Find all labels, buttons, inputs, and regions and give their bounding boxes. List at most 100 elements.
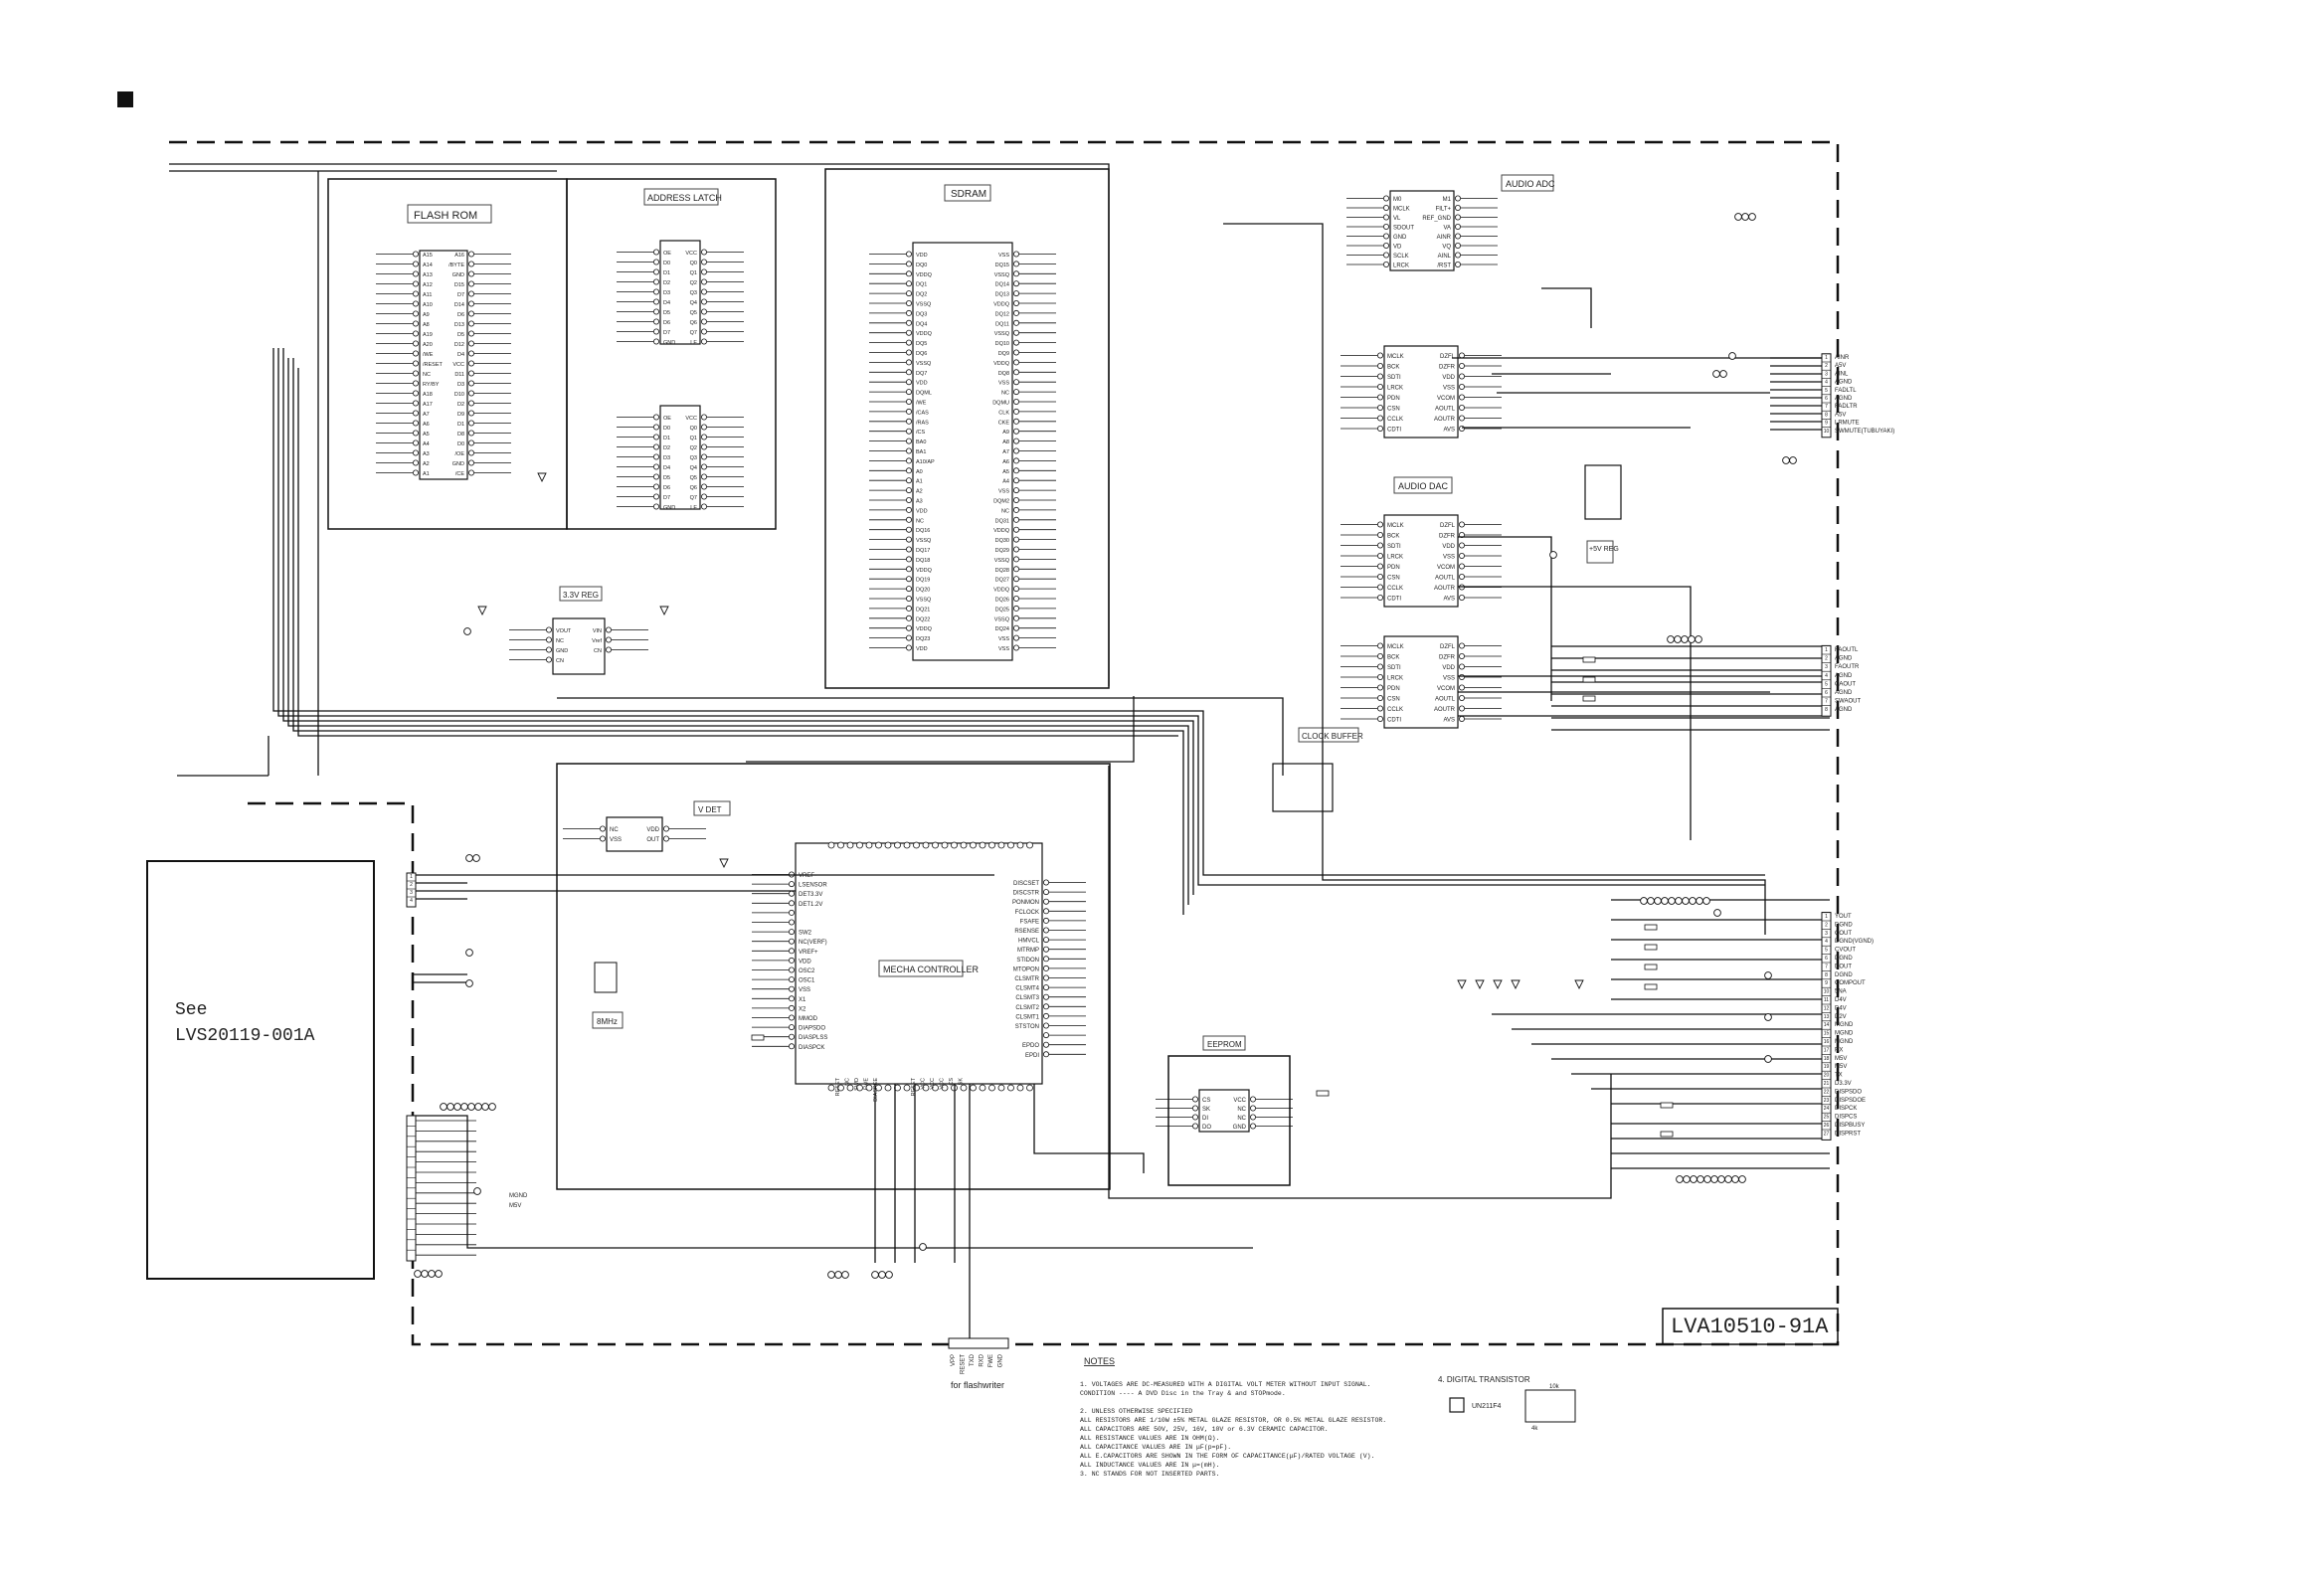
video-ctrl-label: DGND (1835, 922, 1853, 928)
pin-circle (1013, 251, 1020, 258)
flash-rom-pin-label: D1 (457, 422, 464, 428)
flash-rom-pin-label: /OE (455, 451, 465, 457)
audio-adc-pins: M0MCLKVLSDOUTGNDVDSCLKLRCKM1FILT+REF_GND… (1346, 195, 1498, 269)
sdram-pin-label: DQ6 (916, 351, 927, 357)
pin-circle (1013, 556, 1020, 563)
pin-circle (1013, 280, 1020, 287)
pin-circle (412, 469, 419, 476)
flash-rom-pin-label: A8 (423, 322, 430, 328)
adc-pin-label: M1 (1443, 197, 1452, 203)
test-point (1690, 1175, 1698, 1183)
pin-circle (412, 310, 419, 317)
pin-circle (1250, 1096, 1257, 1103)
audio-in-pin-number: 4 (1825, 380, 1828, 386)
sdram-pin-label: DQMU (992, 401, 1009, 407)
sdram-pin-label: VSSQ (916, 598, 932, 604)
pin-circle (1377, 532, 1384, 539)
latch2-pin-label: LE (690, 505, 697, 511)
dac3-pin-label: CSN (1387, 697, 1400, 703)
pin-circle (906, 477, 913, 484)
pin-circle (653, 328, 660, 335)
pin-circle (412, 420, 419, 427)
pin-circle (789, 1033, 796, 1040)
test-point (453, 1103, 461, 1111)
dac3-pin-label: VSS (1443, 676, 1455, 682)
pin-circle (1383, 223, 1390, 230)
test-point (1764, 1055, 1772, 1063)
pin-circle (653, 278, 660, 285)
sdram-pin-label: DQ13 (995, 292, 1009, 298)
pin-circle (1043, 946, 1050, 953)
pin-circle (600, 825, 607, 832)
pin-circle (789, 929, 796, 936)
mecha-pin-label: X2 (799, 1006, 806, 1012)
pin-circle (1192, 1114, 1199, 1121)
mecha-bottom-pin (856, 1084, 863, 1092)
pin-circle (653, 424, 660, 431)
pin-circle (1043, 984, 1050, 991)
pin-circle (906, 398, 913, 405)
mecha-top-pin (997, 841, 1005, 849)
pin-circle (1455, 214, 1462, 221)
vdet-title-box (693, 800, 731, 816)
latch1-pin-label: D0 (663, 261, 670, 266)
sdram-pin-label: NC (1001, 391, 1009, 397)
pin-circle (1043, 956, 1050, 963)
dt-r2-label: 4k (1531, 1426, 1538, 1432)
dac2-pin-label: VDD (1442, 544, 1455, 550)
pin-circle (606, 636, 613, 643)
mecha-bottom-pin-label: RESET (911, 1077, 917, 1096)
eeprom-pin-label: NC (1237, 1116, 1246, 1122)
pin-circle (1459, 674, 1466, 681)
mecha-bottom-pin (1016, 1084, 1024, 1092)
sdram-pin-label: VDD (916, 646, 928, 652)
sdram-pin-label: A5 (1002, 469, 1009, 475)
resistor (1582, 676, 1596, 683)
eeprom-chip (1198, 1089, 1250, 1133)
pin-circle (467, 300, 474, 307)
mecha-pin-label: RSENSE (1014, 929, 1039, 935)
flash-rom-pin-label: /WE (423, 352, 434, 358)
adc-pin-label: LRCK (1393, 263, 1409, 269)
test-point (1712, 370, 1720, 378)
pin-circle (701, 249, 708, 256)
video-ctrl-label: TX (1835, 1073, 1843, 1079)
video-ctrl-pin-number: 14 (1824, 1022, 1830, 1028)
sdram-pin-label: CKE (998, 420, 1010, 426)
pin-circle (1377, 595, 1384, 602)
see-doc: LVS20119-001A (175, 1026, 315, 1046)
pin-circle (701, 308, 708, 315)
dac1-pin-label: VSS (1443, 386, 1455, 392)
flash-rom-pin-label: A12 (423, 282, 433, 288)
pin-circle (1192, 1105, 1199, 1112)
mecha-pin-label: DIAPSDO (799, 1026, 825, 1032)
flash-writer-conn-body (948, 1337, 1009, 1349)
pin-circle (906, 309, 913, 316)
test-point (428, 1270, 436, 1278)
mecha-region (556, 763, 1111, 1190)
pin-circle (1459, 383, 1466, 390)
sdram-pin-label: VSS (998, 646, 1009, 652)
sdram-pin-label: VDDQ (916, 331, 933, 337)
test-point (1667, 635, 1675, 643)
pin-circle (412, 390, 419, 397)
pin-circle (1043, 879, 1050, 886)
mecha-bottom-pin-label: SWD (854, 1078, 860, 1091)
flash-rom-pin-label: A2 (423, 461, 430, 467)
mecha-pin-label: FSAFE (1020, 919, 1039, 925)
pin-circle (1013, 309, 1020, 316)
resistor (1660, 1131, 1674, 1138)
pin-circle (1013, 319, 1020, 326)
latch1-pin-label: LE (690, 340, 697, 346)
pin-circle (1043, 927, 1050, 934)
test-point (919, 1243, 927, 1251)
sdram-pin-label: VDD (916, 508, 928, 514)
video-ctrl-label: DGND (1835, 972, 1853, 978)
pin-circle (789, 976, 796, 983)
resistor (1644, 964, 1658, 970)
sdram-pin-label: VDDQ (993, 302, 1010, 308)
pin-circle (1459, 663, 1466, 670)
dac3-pin-label: VDD (1442, 665, 1455, 671)
pin-circle (653, 288, 660, 295)
video-ctrl-label: D2V (1835, 1014, 1847, 1020)
